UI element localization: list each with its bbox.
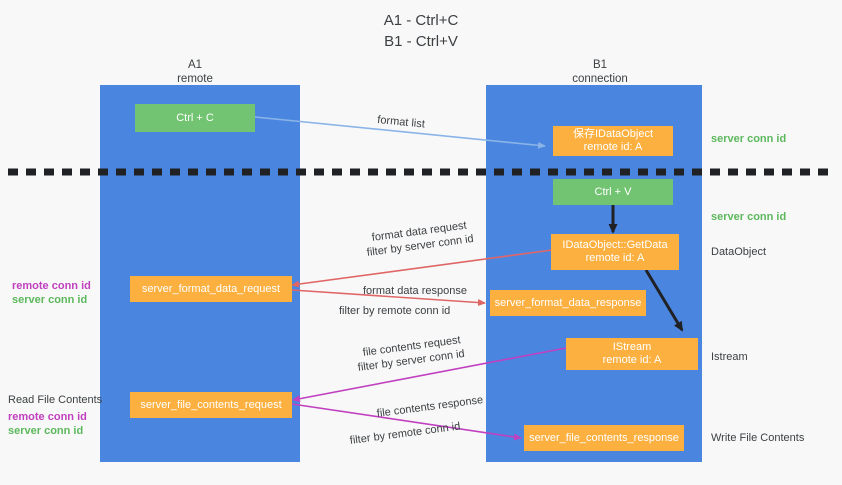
left-label-server-conn-id-1: server conn id [12,294,88,306]
box-istream[interactable]: IStream remote id: A [566,338,698,370]
left-label-group-format: remote conn id server conn id [12,279,91,307]
left-label-remote-conn-id-2: remote conn id [8,411,87,423]
side-label-istream: Istream [711,351,748,363]
side-label-write-file-contents: Write File Contents [711,432,805,444]
box-save-idataobject[interactable]: 保存IDataObject remote id: A [553,126,673,156]
box-idataobject-getdata[interactable]: IDataObject::GetData remote id: A [551,234,679,270]
arrow-format-list [254,116,546,149]
filter-key-remote-conn-id: remote conn id [377,305,451,317]
arrow-file-contents-request [292,347,567,403]
box-ctrl-v[interactable]: Ctrl + V [553,179,673,205]
box-server-format-data-response[interactable]: server_format_data_response [490,290,646,316]
box-ctrl-c[interactable]: Ctrl + C [135,104,255,132]
box-server-format-data-request[interactable]: server_format_data_request [130,276,292,302]
label-format-data-response: format data response [363,285,467,297]
side-label-server-conn-id-mid: server conn id [711,211,787,223]
filter-prefix: filter by [339,305,378,317]
left-label-read-file-contents: Read File Contents [8,394,103,406]
side-label-server-conn-id-top: server conn id [711,133,787,145]
box-server-file-contents-request[interactable]: server_file_contents_request [130,392,292,418]
side-label-dataobject: DataObject [711,246,767,258]
arrow-format-data-response [291,289,486,307]
box-server-file-contents-response[interactable]: server_file_contents_response [524,425,684,451]
arrow-format-data-request [291,249,553,288]
left-label-group-file: Read File Contents remote conn id server… [8,393,102,438]
arrow-file-contents-response [291,403,522,441]
left-label-remote-conn-id-1: remote conn id [12,280,91,292]
label-format-data-response-filter: filter by remote conn id [339,304,450,318]
left-label-server-conn-id-2: server conn id [8,425,84,437]
column-header-a1: A1 remote [177,59,213,85]
page-title: A1 - Ctrl+C B1 - Ctrl+V [383,12,459,50]
column-header-b1: B1 connection [572,59,628,85]
arrow-getdata-to-istream [644,269,684,332]
